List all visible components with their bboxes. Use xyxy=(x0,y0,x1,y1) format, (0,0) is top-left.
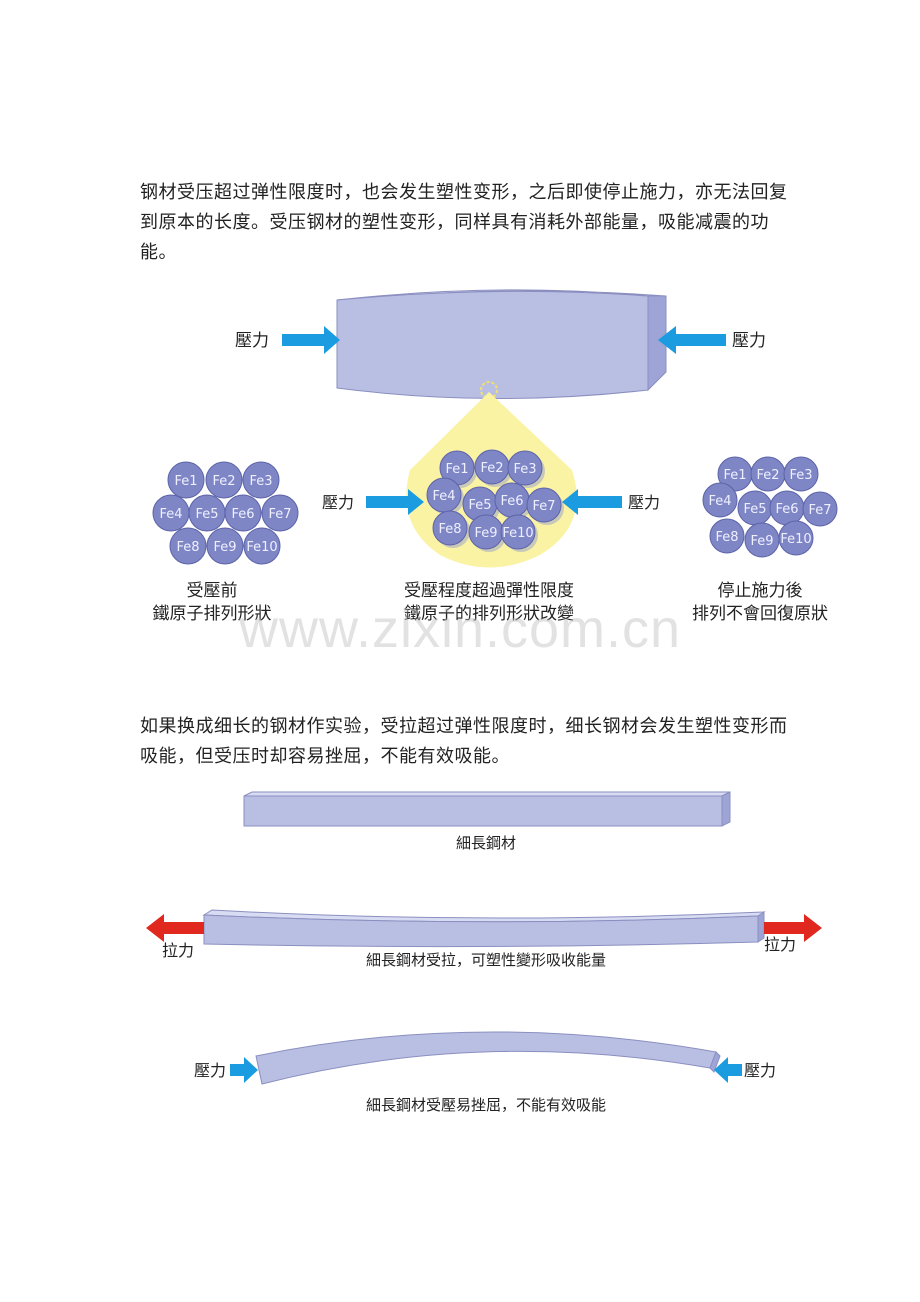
atom-label-fe7: Fe7 xyxy=(808,503,831,518)
atom-label-fe10: Fe10 xyxy=(246,540,277,555)
atom-fe8 xyxy=(709,518,745,554)
compressed-block xyxy=(336,289,667,399)
compress-arrow-left xyxy=(230,1057,258,1083)
atom-label-fe6: Fe6 xyxy=(500,494,523,509)
atom-label-fe2: Fe2 xyxy=(480,461,503,476)
force-label-mid-right: 壓力 xyxy=(628,493,660,512)
caption-tension: 細長鋼材受拉，可塑性變形吸收能量 xyxy=(366,951,606,969)
atom-label-fe3: Fe3 xyxy=(249,474,272,489)
atom-label-fe10: Fe10 xyxy=(780,532,811,547)
slender-bar xyxy=(243,791,731,827)
caption-after-line1: 停止施力後 xyxy=(718,581,803,601)
force-label-mid-left: 壓力 xyxy=(322,493,354,512)
atom-label-fe3: Fe3 xyxy=(513,462,536,477)
atom-label-fe5: Fe5 xyxy=(195,507,218,522)
atom-fe10 xyxy=(243,527,281,565)
atom-label-fe9: Fe9 xyxy=(474,526,497,541)
atom-label-fe2: Fe2 xyxy=(212,474,235,489)
buckled-bar xyxy=(255,1031,721,1085)
atom-fe7 xyxy=(526,487,562,523)
atom-label-fe5: Fe5 xyxy=(743,502,766,517)
atom-fe3 xyxy=(783,456,819,492)
atom-label-fe8: Fe8 xyxy=(715,530,738,545)
tension-arrow-right xyxy=(764,914,822,942)
paragraph-slender-steel: 如果换成细长的钢材作实验，受拉超过弹性限度时，细长钢材会发生塑性变形而吸能，但受… xyxy=(140,716,788,767)
atom-label-fe4: Fe4 xyxy=(159,507,182,522)
atom-fe1 xyxy=(167,461,205,499)
atom-fe8 xyxy=(432,510,468,546)
atom-label-fe5: Fe5 xyxy=(468,498,491,513)
atom-label-fe1: Fe1 xyxy=(445,462,468,477)
tension-arrow-left xyxy=(146,914,204,942)
caption-mid-line2: 鐵原子的排列形狀改變 xyxy=(404,604,574,624)
atom-label-fe1: Fe1 xyxy=(174,474,197,489)
caption-before-line2: 鐵原子排列形狀 xyxy=(153,604,272,624)
tension-label-right: 拉力 xyxy=(764,935,796,954)
atom-fe9 xyxy=(206,527,244,565)
caption-slender-bar: 細長鋼材 xyxy=(456,834,516,852)
atom-fe2 xyxy=(205,461,243,499)
atom-label-fe3: Fe3 xyxy=(789,468,812,483)
atom-label-fe4: Fe4 xyxy=(708,494,731,509)
atom-fe8 xyxy=(169,527,207,565)
force-arrow-mid-right xyxy=(562,489,622,515)
force-arrow-right xyxy=(658,326,726,354)
atom-fe3 xyxy=(507,450,543,486)
atom-label-fe8: Fe8 xyxy=(438,522,461,537)
atom-label-fe9: Fe9 xyxy=(213,540,236,555)
watermark: www.zixin.com.cn xyxy=(238,599,682,659)
tension-label-left: 拉力 xyxy=(162,941,194,960)
atom-label-fe1: Fe1 xyxy=(723,468,746,483)
atom-label-fe6: Fe6 xyxy=(775,502,798,517)
atom-fe4 xyxy=(702,482,738,518)
atom-fe10 xyxy=(778,520,814,556)
force-label-left: 壓力 xyxy=(235,331,269,351)
compress-label-right: 壓力 xyxy=(744,1061,776,1080)
paragraph-compression: 钢材受压超过弹性限度时，也会发生塑性变形，之后即使停止施力，亦无法回复到原本的长… xyxy=(140,182,788,263)
atom-fe10 xyxy=(500,514,536,550)
caption-before-line1: 受壓前 xyxy=(187,581,238,601)
atom-fe7 xyxy=(802,491,838,527)
caption-after-line2: 排列不會回復原狀 xyxy=(692,604,828,624)
atom-label-fe7: Fe7 xyxy=(532,499,555,514)
atom-label-fe7: Fe7 xyxy=(268,507,291,522)
force-arrow-left xyxy=(282,326,340,354)
caption-mid-line1: 受壓程度超過彈性限度 xyxy=(404,581,574,601)
force-label-right: 壓力 xyxy=(732,331,766,351)
atom-label-fe8: Fe8 xyxy=(176,540,199,555)
compress-arrow-right xyxy=(714,1057,742,1083)
compress-label-left: 壓力 xyxy=(194,1061,226,1080)
atom-label-fe2: Fe2 xyxy=(756,468,779,483)
atom-label-fe9: Fe9 xyxy=(750,534,773,549)
atom-fe6 xyxy=(224,494,262,532)
atom-fe3 xyxy=(242,461,280,499)
force-arrow-mid-left xyxy=(366,489,424,515)
atom-fe7 xyxy=(261,494,299,532)
atom-label-fe6: Fe6 xyxy=(231,507,254,522)
atom-label-fe4: Fe4 xyxy=(432,489,455,504)
tension-bar xyxy=(202,909,766,948)
atom-label-fe10: Fe10 xyxy=(502,526,533,541)
caption-compress: 細長鋼材受壓易挫屈，不能有效吸能 xyxy=(366,1096,606,1114)
